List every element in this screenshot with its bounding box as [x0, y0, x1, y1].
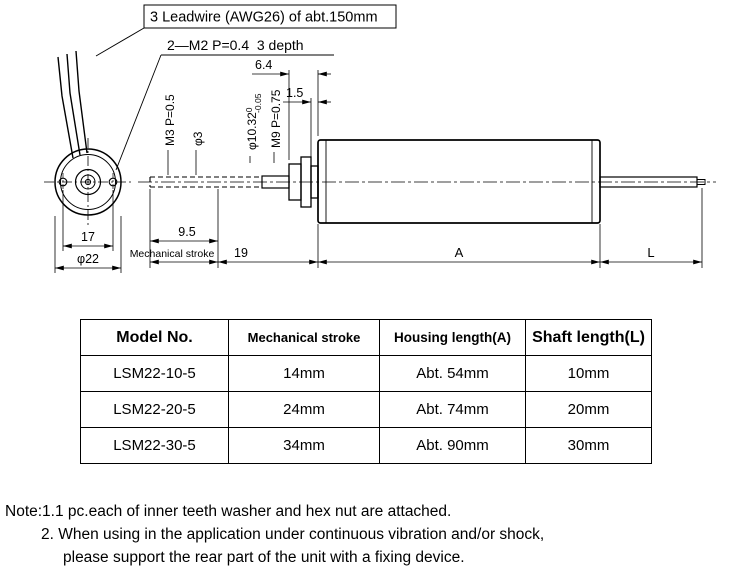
dim-1-5: 1.5 — [286, 86, 303, 100]
dim-L: L — [647, 245, 654, 260]
dim-phi22: φ22 — [77, 252, 99, 266]
leadwire-label: 3 Leadwire (AWG26) of abt.150mm — [150, 10, 378, 26]
cell-housing: Abt. 54mm — [379, 355, 526, 392]
header-shaft-length: Shaft length(L) — [525, 319, 652, 356]
dim-17: 17 — [81, 230, 95, 244]
dim-6-4: 6.4 — [255, 58, 272, 72]
header-mechanical-stroke: Mechanical stroke — [228, 319, 380, 356]
cell-shaft: 10mm — [525, 355, 652, 392]
note-line-1: Note:1.1 pc.each of inner teeth washer a… — [5, 503, 452, 520]
cell-model: LSM22-30-5 — [80, 427, 229, 464]
lead-screw-dashed — [149, 176, 262, 188]
shaft-tip — [696, 179, 706, 185]
dim-m9: M9 P=0.75 — [269, 89, 283, 148]
dim-phi3: φ3 — [191, 131, 205, 146]
cell-model: LSM22-20-5 — [80, 391, 229, 428]
header-housing-length: Housing length(A) — [379, 319, 526, 356]
cell-shaft: 30mm — [525, 427, 652, 464]
notes: Note:1.1 pc.each of inner teeth washer a… — [5, 500, 730, 569]
cell-shaft: 20mm — [525, 391, 652, 428]
cell-housing: Abt. 90mm — [379, 427, 526, 464]
dim-mech-stroke: Mechanical stroke — [130, 248, 215, 260]
table-row: LSM22-20-5 24mm Abt. 74mm 20mm — [80, 391, 652, 428]
leadwire-callout: 3 Leadwire (AWG26) of abt.150mm — [95, 4, 397, 57]
dimensions: 6.4 1.5 M3 P=0.5 φ3 φ10.320-0.05 M9 P=0.… — [54, 58, 703, 273]
tap-callout: 2—M2 P=0.4 3 depth — [115, 37, 334, 171]
spec-table: Model No. Mechanical stroke Housing leng… — [80, 319, 652, 464]
dim-9-5: 9.5 — [178, 225, 195, 239]
note-line-3: please support the rear part of the unit… — [63, 549, 465, 566]
dim-m3: M3 P=0.5 — [163, 94, 177, 146]
cell-housing: Abt. 74mm — [379, 391, 526, 428]
cell-stroke: 14mm — [228, 355, 380, 392]
front-view — [44, 138, 132, 226]
cell-model: LSM22-10-5 — [80, 355, 229, 392]
body-outline — [54, 148, 122, 216]
table-row: LSM22-30-5 34mm Abt. 90mm 30mm — [80, 427, 652, 464]
technical-drawing: 3 Leadwire (AWG26) of abt.150mm 2—M2 P=0… — [44, 4, 716, 273]
side-view — [138, 139, 716, 224]
leadwires — [57, 50, 88, 159]
tap-label: 2—M2 P=0.4 3 depth — [167, 37, 304, 53]
dim-phi1032: φ10.320-0.05 — [244, 93, 263, 150]
cell-stroke: 34mm — [228, 427, 380, 464]
dim-A: A — [455, 245, 464, 260]
cell-stroke: 24mm — [228, 391, 380, 428]
note-line-2: 2. When using in the application under c… — [41, 526, 545, 543]
table-header-row: Model No. Mechanical stroke Housing leng… — [80, 319, 652, 356]
header-model-no: Model No. — [80, 319, 229, 356]
table-row: LSM22-10-5 14mm Abt. 54mm 10mm — [80, 355, 652, 392]
motor-housing — [317, 139, 601, 224]
dim-19: 19 — [234, 246, 248, 260]
